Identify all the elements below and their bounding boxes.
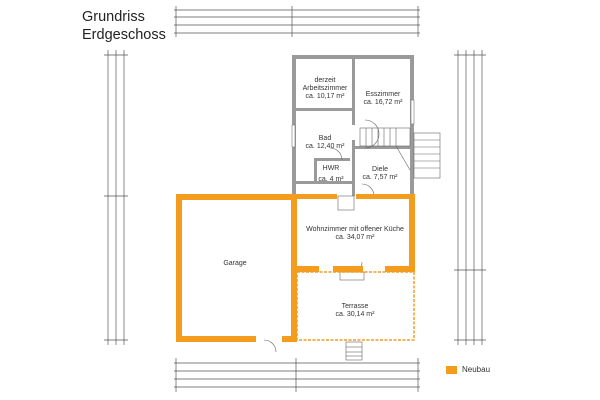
dimension-lines-left (104, 50, 128, 345)
room-diele-area: ca. 7,57 m² (362, 174, 398, 181)
plan-subtitle: Erdgeschoss (82, 27, 166, 43)
room-bad-name: Bad (319, 135, 332, 142)
room-terrasse-area: ca. 30,14 m² (336, 311, 376, 318)
room-arbeitszimmer-area: ca. 10,17 m² (306, 93, 346, 100)
dimension-lines-right (454, 50, 486, 345)
plan-title: Grundriss (82, 9, 145, 25)
room-wohnzimmer-area: ca. 34,07 m² (336, 234, 376, 241)
new-build-walls (176, 194, 415, 342)
room-diele-name: Diele (372, 166, 388, 173)
dimension-lines-bottom (174, 358, 420, 392)
exterior-steps-south (345, 341, 363, 361)
room-hwr-name: HWR (323, 165, 340, 172)
room-arbeitszimmer-name1: derzeit (314, 77, 335, 84)
exterior-steps-east (413, 132, 441, 179)
room-esszimmer-name: Esszimmer (366, 91, 401, 98)
room-garage-name: Garage (223, 260, 246, 267)
room-terrasse-name: Terrasse (342, 303, 369, 310)
dimension-lines-top (174, 6, 420, 37)
room-esszimmer-area: ca. 16,72 m² (364, 99, 404, 106)
room-arbeitszimmer-name2: Arbeitszimmer (303, 85, 348, 92)
legend-neubau-label: Neubau (462, 365, 491, 374)
room-bad-area: ca. 12,40 m² (306, 143, 346, 150)
room-hwr-area: ca. 4 m² (318, 176, 344, 183)
existing-walls (291, 55, 415, 196)
legend-neubau-swatch (446, 366, 457, 374)
room-wohnzimmer-name: Wohnzimmer mit offener Küche (306, 226, 404, 233)
staircase (359, 119, 411, 171)
